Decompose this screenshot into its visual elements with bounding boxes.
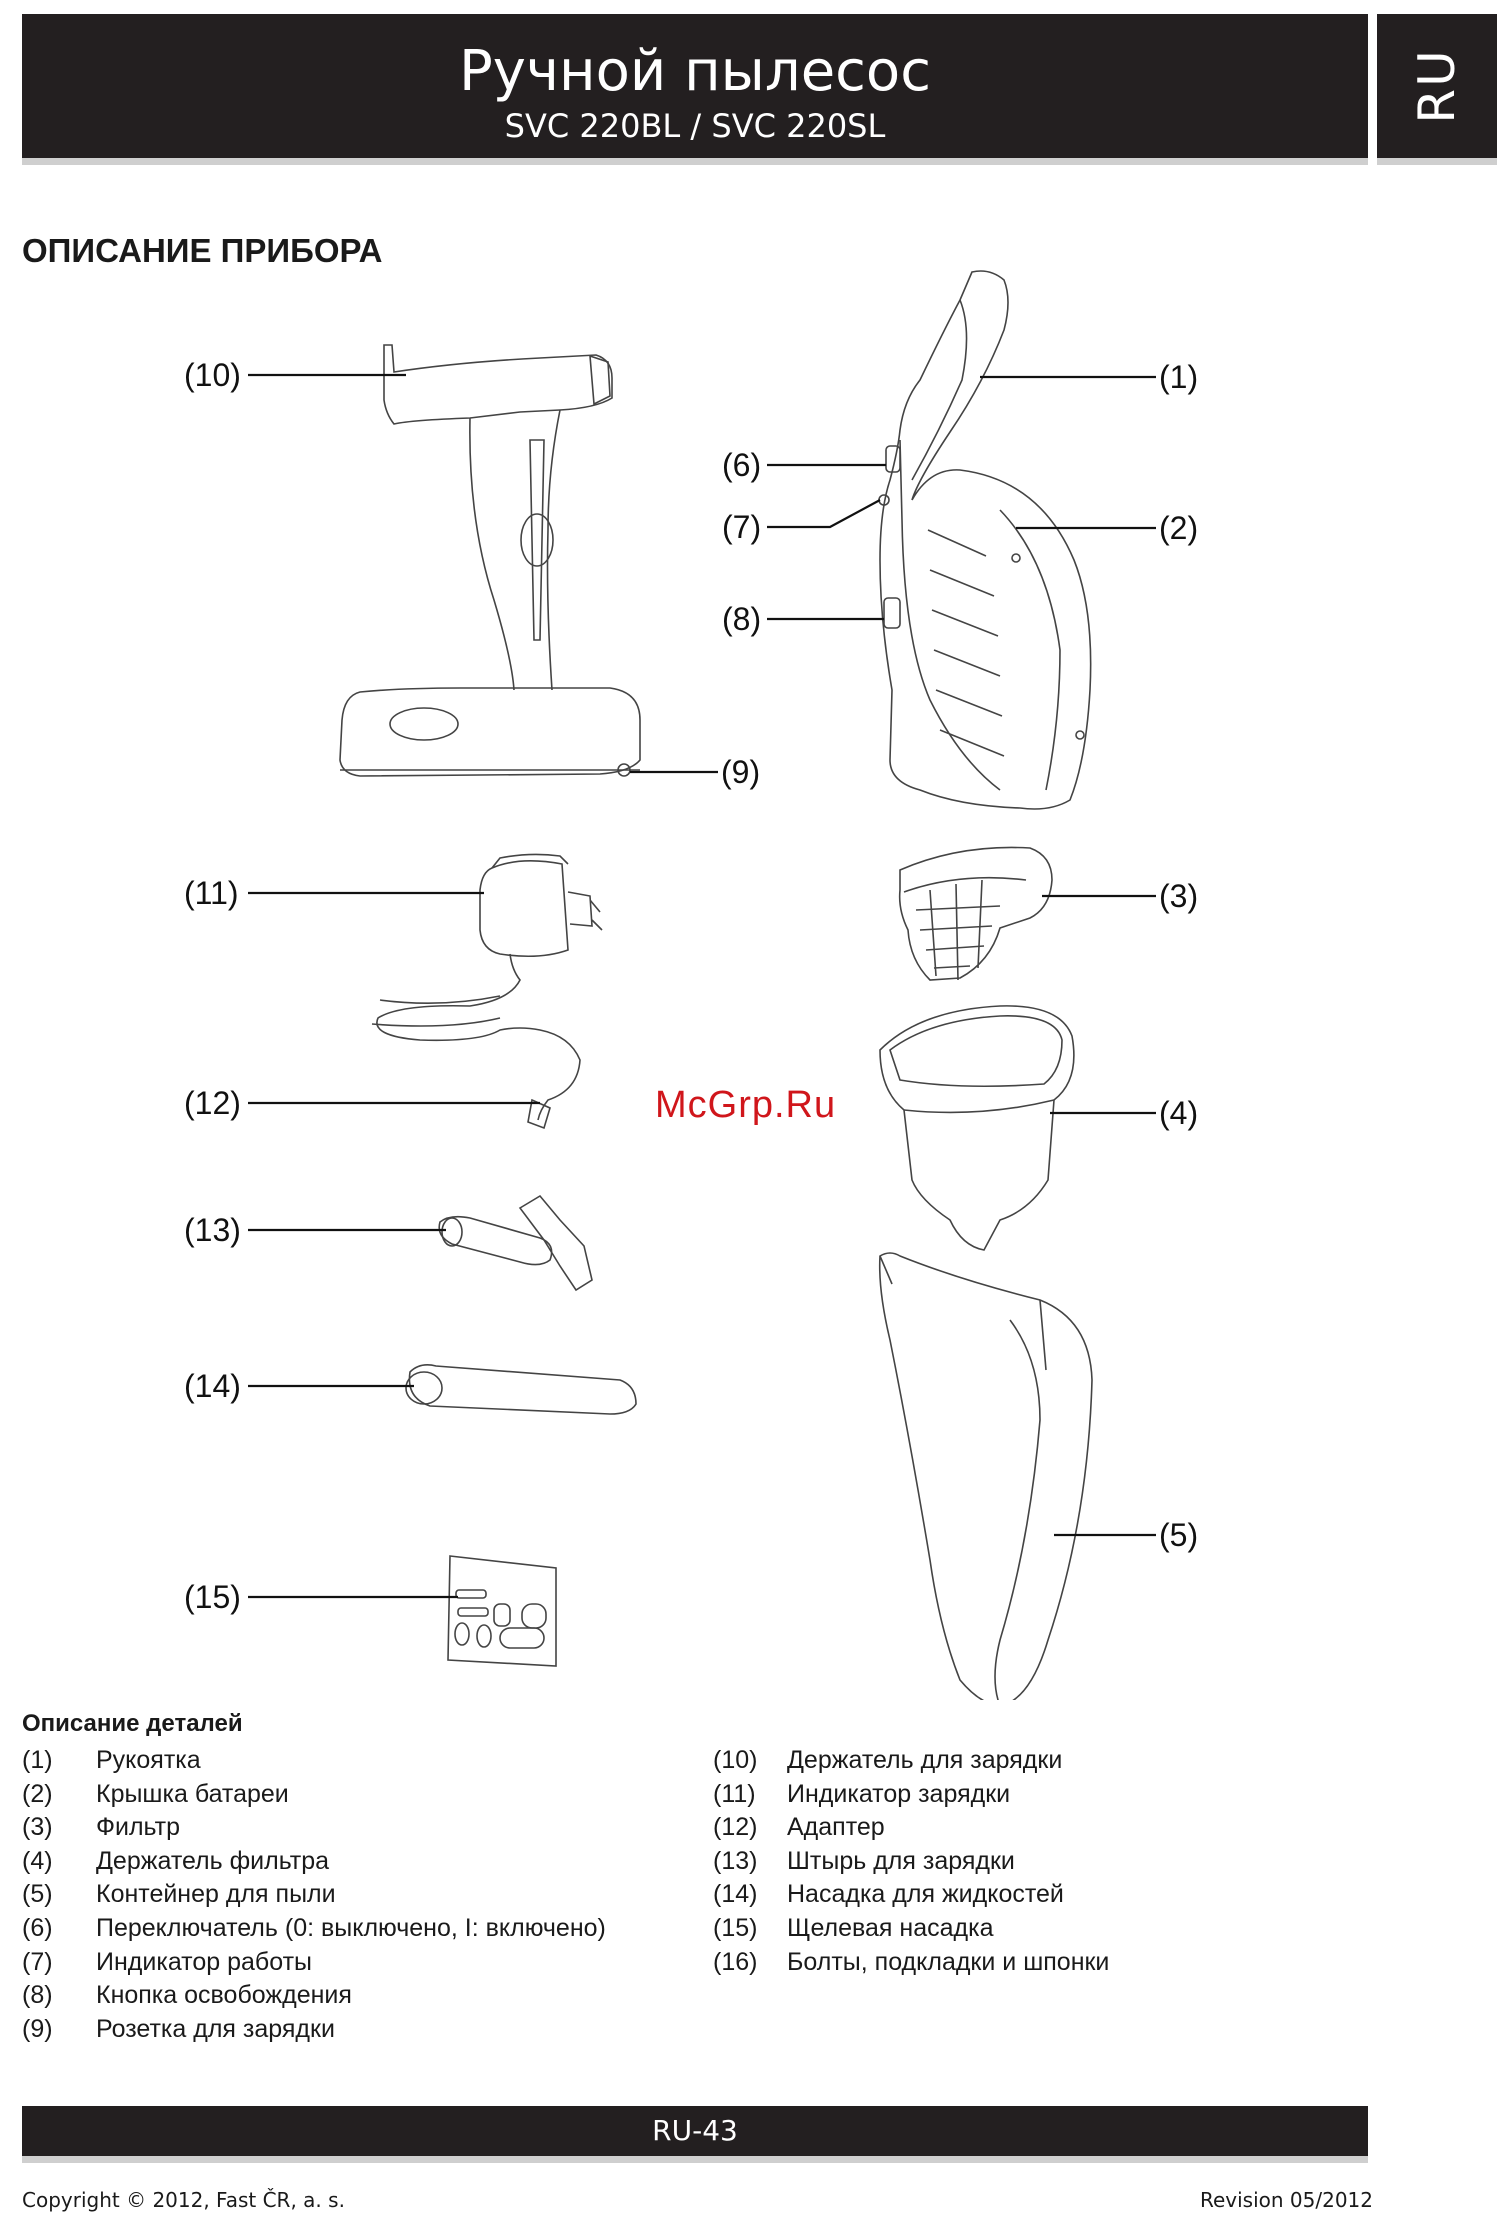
part-label: Индикатор работы <box>96 1947 312 1976</box>
part-label: Щелевая насадка <box>787 1913 994 1942</box>
dust-container-illustration <box>878 1252 1093 1700</box>
part-label: Адаптер <box>787 1813 885 1842</box>
parts-row: (9) Розетка для зарядки <box>22 2013 606 2047</box>
part-number: (8) <box>22 1981 53 2010</box>
model-number: SVC 220BL / SVC 220SL <box>504 107 886 145</box>
callout-7: (7) <box>722 509 761 545</box>
part-label: Контейнер для пыли <box>96 1880 336 1909</box>
parts-row: (10) Держатель для зарядки <box>713 1744 1109 1778</box>
parts-row: (3) Фильтр <box>22 1811 606 1845</box>
part-number: (3) <box>22 1813 53 1842</box>
part-label: Кнопка освобождения <box>96 1981 352 2010</box>
parts-row: (4) Держатель фильтра <box>22 1845 606 1879</box>
parts-row: (1) Рукоятка <box>22 1744 606 1778</box>
part-label: Крышка батареи <box>96 1779 289 1808</box>
parts-title: Описание деталей <box>22 1710 243 1737</box>
part-label: Индикатор зарядки <box>787 1779 1011 1808</box>
watermark: McGrp.Ru <box>655 1084 837 1126</box>
callout-15: (15) <box>184 1579 241 1615</box>
part-number: (4) <box>22 1846 53 1875</box>
crevice-nozzle-illustration <box>405 1364 637 1415</box>
parts-row: (13) Штырь для зарядки <box>713 1845 1109 1879</box>
part-number: (11) <box>713 1779 756 1808</box>
part-number: (6) <box>22 1913 53 1942</box>
callout-10: (10) <box>184 357 241 393</box>
parts-row: (14) Насадка для жидкостей <box>713 1878 1109 1912</box>
part-number: (9) <box>22 2014 53 2043</box>
parts-row: (12) Адаптер <box>713 1811 1109 1845</box>
charging-pin-illustration <box>438 1194 593 1292</box>
language-tab: RU <box>1377 14 1497 158</box>
part-label: Розетка для зарядки <box>96 2014 335 2043</box>
part-label: Фильтр <box>96 1813 180 1842</box>
callout-5: (5) <box>1159 1517 1198 1553</box>
part-number: (2) <box>22 1779 53 1808</box>
part-label: Болты, подкладки и шпонки <box>787 1947 1110 1976</box>
page-number: RU-43 <box>652 2114 738 2147</box>
part-label: Держатель фильтра <box>96 1846 330 1875</box>
parts-row: (5) Контейнер для пыли <box>22 1878 606 1912</box>
callout-9: (9) <box>721 754 760 790</box>
parts-row: (8) Кнопка освобождения <box>22 1979 606 2013</box>
part-number: (14) <box>713 1880 758 1909</box>
parts-row: (7) Индикатор работы <box>22 1946 606 1980</box>
parts-list-left: (1)Рукоятка (2)Крышка батареи (3)Фильтр … <box>22 1744 606 2046</box>
charging-stand-illustration <box>339 344 641 777</box>
callout-3: (3) <box>1159 878 1198 914</box>
parts-row: (15) Щелевая насадка <box>713 1912 1109 1946</box>
part-number: (10) <box>713 1746 758 1774</box>
bolts-illustration <box>447 1555 557 1667</box>
filter-illustration <box>898 846 1053 981</box>
callout-12: (12) <box>184 1085 241 1121</box>
page-title: Ручной пылесос <box>459 39 931 104</box>
section-title: ОПИСАНИЕ ПРИБОРА <box>22 232 383 269</box>
copyright: Copyright © 2012, Fast ČR, a. s. <box>22 2188 345 2212</box>
filter-holder-illustration <box>879 1005 1075 1251</box>
parts-list-right: (10) Держатель для зарядки (11) Индикатор … <box>713 1744 1109 1979</box>
callout-13: (13) <box>184 1212 241 1248</box>
product-diagram: (10) (1) (6) (2) (7) (8) (9) (11) (3) (1… <box>184 270 1198 1700</box>
callout-4: (4) <box>1159 1095 1198 1131</box>
parts-row: (11) Индикатор зарядки <box>713 1778 1109 1812</box>
parts-row: (6) Переключатель (0: выключено, I: включ… <box>22 1912 606 1946</box>
part-label: Рукоятка <box>96 1746 201 1774</box>
callout-6: (6) <box>722 447 761 483</box>
callout-14: (14) <box>184 1368 241 1404</box>
callout-2: (2) <box>1159 510 1198 546</box>
part-number: (16) <box>713 1947 758 1976</box>
adapter-illustration <box>371 853 603 1130</box>
part-number: (7) <box>22 1947 53 1976</box>
part-number: (1) <box>22 1746 53 1774</box>
callout-11: (11) <box>184 875 239 911</box>
part-label: Держатель для зарядки <box>787 1746 1063 1774</box>
callout-8: (8) <box>722 601 761 637</box>
vacuum-body-illustration <box>878 270 1092 810</box>
part-label: Штырь для зарядки <box>787 1846 1015 1875</box>
part-number: (13) <box>713 1846 758 1875</box>
part-number: (15) <box>713 1913 758 1942</box>
page-footer: RU-43 <box>22 2106 1368 2156</box>
parts-row: (2) Крышка батареи <box>22 1778 606 1812</box>
revision: Revision 05/2012 <box>1199 2188 1373 2212</box>
part-label: Насадка для жидкостей <box>787 1880 1064 1909</box>
part-label: Переключатель (0: выключено, I: включено… <box>96 1913 606 1942</box>
callout-1: (1) <box>1159 359 1198 395</box>
page-header: Ручной пылесос SVC 220BL / SVC 220SL <box>22 14 1368 158</box>
parts-row: (16) Болты, подкладки и шпонки <box>713 1946 1109 1980</box>
part-number: (5) <box>22 1880 53 1909</box>
part-number: (12) <box>713 1813 758 1842</box>
